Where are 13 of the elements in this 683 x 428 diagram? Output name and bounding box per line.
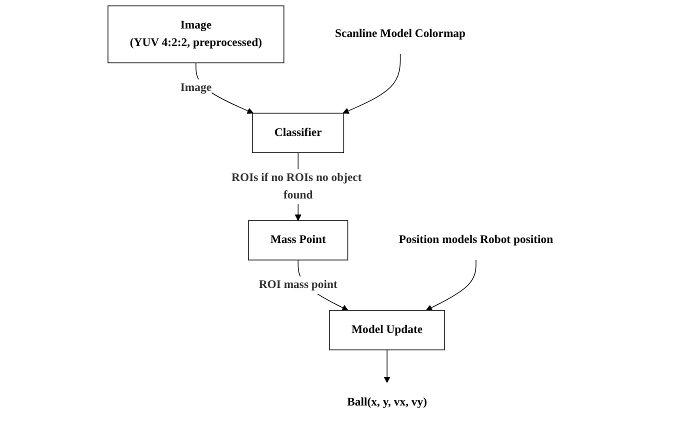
edge-label: ROIs if no ROIs no object found: [232, 171, 362, 202]
edge-label: Image: [180, 81, 212, 94]
arrow: [426, 260, 476, 311]
edge-label: ROI mass point: [258, 278, 338, 292]
node-box: Mass Point: [248, 220, 348, 260]
node-box: Image (YUV 4:2:2, preprocessed): [108, 5, 284, 64]
node-box: Model Update: [329, 310, 445, 350]
node-box: Classifier: [252, 112, 344, 154]
arrow: [384, 349, 390, 383]
node-text: Position models Robot position: [398, 234, 554, 246]
arrow: [342, 54, 401, 114]
node-text: Scanline Model Colormap: [335, 28, 466, 40]
node-text: Ball(x, y, vx, vy): [347, 396, 427, 408]
